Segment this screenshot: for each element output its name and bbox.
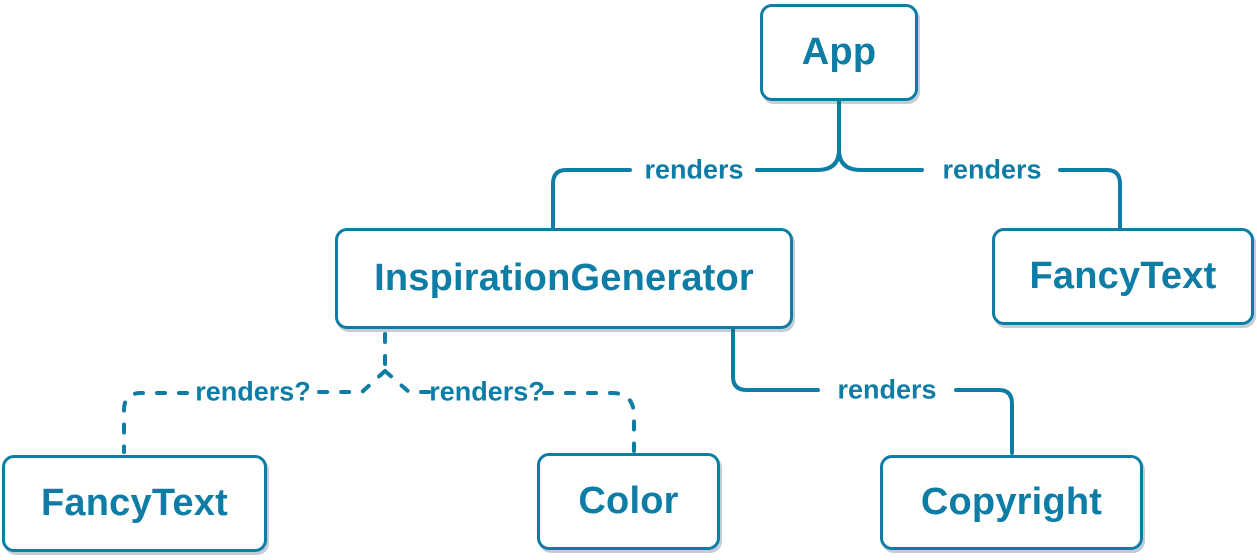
edge-label-app-to-fancy-text: renders [942, 154, 1042, 185]
edge-label-inspiration-generator-to-copyright: renders [837, 374, 937, 405]
edge-label-inspiration-generator-to-fancy-text: renders? [195, 376, 311, 407]
node-fancy-text-top: FancyText [992, 228, 1254, 325]
node-fancy-text-bottom: FancyText [2, 455, 267, 552]
node-inspiration-generator: InspirationGenerator [335, 228, 793, 329]
node-app: App [760, 4, 918, 101]
node-color-label: Color [578, 480, 679, 522]
node-color: Color [537, 453, 720, 550]
node-fancy-text-bottom-label: FancyText [41, 482, 228, 524]
edge-label-inspiration-generator-to-color: renders? [429, 376, 545, 407]
node-copyright: Copyright [880, 455, 1143, 550]
edge-inspiration-generator-to-copyright [731, 328, 1014, 455]
edge-app-to-fancy-text [837, 99, 1122, 229]
node-fancy-text-top-label: FancyText [1029, 255, 1217, 297]
node-app-label: App [801, 31, 877, 73]
node-copyright-label: Copyright [920, 481, 1103, 523]
edge-label-app-to-inspiration-generator: renders [644, 154, 744, 185]
edge-inspiration-generator-to-color [383, 369, 636, 453]
edge-inspiration-generator-to-fancy-text [122, 369, 387, 454]
node-inspiration-generator-label: InspirationGenerator [374, 257, 754, 299]
